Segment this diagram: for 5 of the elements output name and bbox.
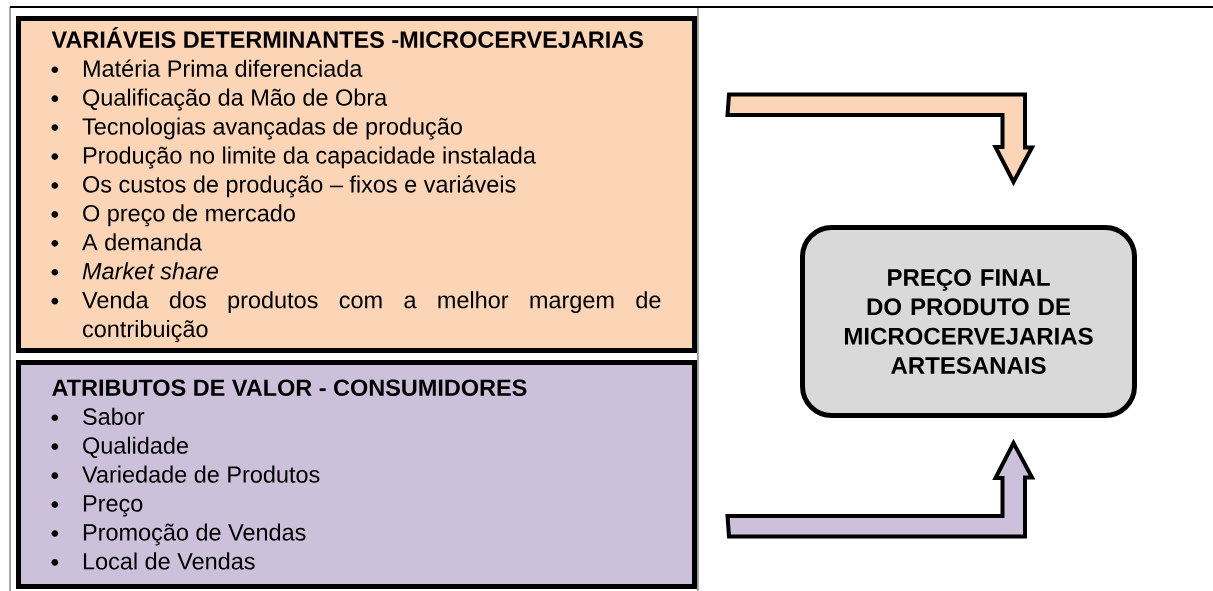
block-arrow [725, 438, 1036, 539]
block-arrow [725, 92, 1036, 187]
list-box: VARIÁVEIS DETERMINANTES -MICROCERVEJARIAS Matéria Prima diferenciada Qualificação da Mão de Obra Tecnologias avançadas de produção Produção no limite da capacidade instalada Os custos de produção – fixos e variáveis O preço de mercado A demanda Market share Venda dos produtos com a melhor margem de contribuição [16, 16, 697, 353]
result-box: PREÇO FINAL DO PRODUTO DE MICROCERVEJARIAS ARTESANAIS [800, 225, 1137, 418]
list-box: ATRIBUTOS DE VALOR - CONSUMIDORES Sabor Qualidade Variedade de Produtos Preço Promoção de Vendas Local de Vendas [16, 360, 697, 589]
